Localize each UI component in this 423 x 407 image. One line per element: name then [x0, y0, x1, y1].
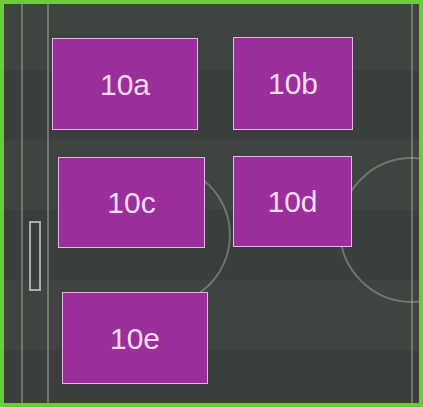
zone-box: 10e — [62, 292, 208, 384]
zone-label: 10a — [100, 68, 150, 101]
zone-label: 10b — [268, 67, 318, 100]
zone-box: 10c — [58, 157, 205, 248]
zone-box: 10a — [52, 38, 198, 130]
zone-box: 10d — [233, 156, 352, 247]
zone-label: 10e — [110, 322, 160, 355]
zone-label: 10c — [107, 186, 155, 219]
zone-label: 10d — [267, 185, 317, 218]
zone-box: 10b — [233, 37, 353, 130]
